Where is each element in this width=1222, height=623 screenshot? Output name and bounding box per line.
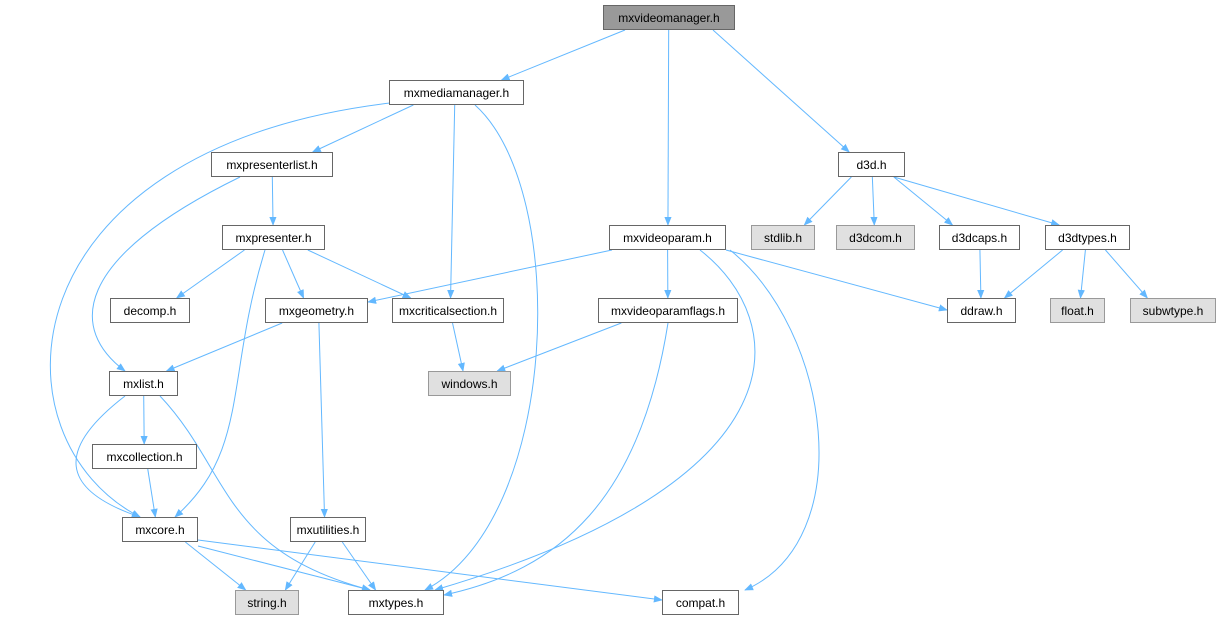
edge-mxpresenter-to-mxgeometry bbox=[282, 249, 305, 299]
node-mxvideoparamflags[interactable]: mxvideoparamflags.h bbox=[598, 298, 738, 323]
edge-mxcollection-to-mxcore bbox=[147, 468, 158, 518]
edge-d3dtypes-to-ddraw bbox=[1003, 249, 1063, 299]
edge-mxlist-to-mxcore bbox=[75, 395, 141, 518]
edge-mxvideomanager-to-mxvideoparam bbox=[664, 29, 672, 226]
edge-d3dtypes-to-float bbox=[1077, 249, 1086, 299]
node-decomp[interactable]: decomp.h bbox=[110, 298, 190, 323]
edge-mxcriticalsection-to-windows bbox=[452, 322, 465, 372]
node-mxpresenterlist[interactable]: mxpresenterlist.h bbox=[211, 152, 333, 177]
edge-mxvideoparam-to-ddraw bbox=[725, 249, 948, 312]
node-d3dcom[interactable]: d3dcom.h bbox=[836, 225, 915, 250]
node-mxtypes[interactable]: mxtypes.h bbox=[348, 590, 444, 615]
node-mxcollection[interactable]: mxcollection.h bbox=[92, 444, 197, 469]
edge-mxmediamanager-to-mxcore bbox=[49, 102, 391, 518]
edge-mxmediamanager-to-mxtypes bbox=[424, 104, 539, 591]
node-windows[interactable]: windows.h bbox=[428, 371, 511, 396]
edge-mxlist-to-mxtypes bbox=[159, 395, 371, 592]
edge-d3dcaps-to-ddraw bbox=[977, 249, 985, 299]
node-d3d[interactable]: d3d.h bbox=[838, 152, 905, 177]
edge-mxpresenterlist-to-mxlist bbox=[91, 176, 241, 372]
node-stdlib[interactable]: stdlib.h bbox=[751, 225, 815, 250]
node-mxcriticalsection[interactable]: mxcriticalsection.h bbox=[392, 298, 504, 323]
edge-d3dtypes-to-subwtype bbox=[1105, 249, 1148, 299]
node-mxvideomanager[interactable]: mxvideomanager.h bbox=[603, 5, 735, 30]
node-compat[interactable]: compat.h bbox=[662, 590, 739, 615]
edge-d3d-to-d3dtypes bbox=[893, 176, 1061, 227]
edge-mxvideomanager-to-d3d bbox=[712, 29, 850, 153]
edge-d3d-to-d3dcaps bbox=[893, 176, 954, 226]
edge-mxpresenter-to-decomp bbox=[175, 249, 245, 299]
edge-mxutilities-to-string bbox=[284, 541, 316, 591]
edge-mxutilities-to-mxtypes bbox=[341, 541, 377, 591]
edge-mxcore-to-mxtypes bbox=[197, 545, 371, 592]
edge-mxpresenter-to-mxcore bbox=[174, 249, 266, 518]
edge-mxcore-to-compat bbox=[197, 539, 663, 603]
node-mxvideoparam[interactable]: mxvideoparam.h bbox=[609, 225, 726, 250]
edge-d3d-to-d3dcom bbox=[870, 176, 878, 226]
node-float[interactable]: float.h bbox=[1050, 298, 1105, 323]
edge-mxgeometry-to-mxlist bbox=[165, 322, 283, 372]
node-subwtype[interactable]: subwtype.h bbox=[1130, 298, 1216, 323]
edge-mxcore-to-string bbox=[185, 541, 247, 591]
node-mxlist[interactable]: mxlist.h bbox=[109, 371, 178, 396]
edge-mxpresenter-to-mxcriticalsection bbox=[307, 249, 412, 299]
node-mxpresenter[interactable]: mxpresenter.h bbox=[222, 225, 325, 250]
edge-mxmediamanager-to-mxcriticalsection bbox=[447, 104, 456, 299]
node-string[interactable]: string.h bbox=[235, 590, 299, 615]
node-mxmediamanager[interactable]: mxmediamanager.h bbox=[389, 80, 524, 105]
edge-mxvideoparam-to-compat bbox=[729, 249, 820, 591]
node-mxutilities[interactable]: mxutilities.h bbox=[290, 517, 366, 542]
edge-mxvideomanager-to-mxmediamanager bbox=[500, 29, 626, 81]
edge-mxvideoparamflags-to-windows bbox=[496, 322, 622, 372]
node-ddraw[interactable]: ddraw.h bbox=[947, 298, 1016, 323]
edge-mxvideoparamflags-to-mxtypes bbox=[443, 322, 669, 597]
node-d3dcaps[interactable]: d3dcaps.h bbox=[939, 225, 1020, 250]
edge-d3d-to-stdlib bbox=[803, 176, 852, 226]
edge-mxmediamanager-to-mxpresenterlist bbox=[311, 104, 414, 153]
edge-mxvideoparam-to-mxgeometry bbox=[367, 249, 613, 304]
node-d3dtypes[interactable]: d3dtypes.h bbox=[1045, 225, 1130, 250]
edge-mxgeometry-to-mxutilities bbox=[318, 322, 328, 518]
edge-mxpresenterlist-to-mxpresenter bbox=[269, 176, 277, 226]
node-mxcore[interactable]: mxcore.h bbox=[122, 517, 198, 542]
node-mxgeometry[interactable]: mxgeometry.h bbox=[265, 298, 368, 323]
edge-mxvideoparam-to-mxtypes bbox=[434, 249, 756, 592]
